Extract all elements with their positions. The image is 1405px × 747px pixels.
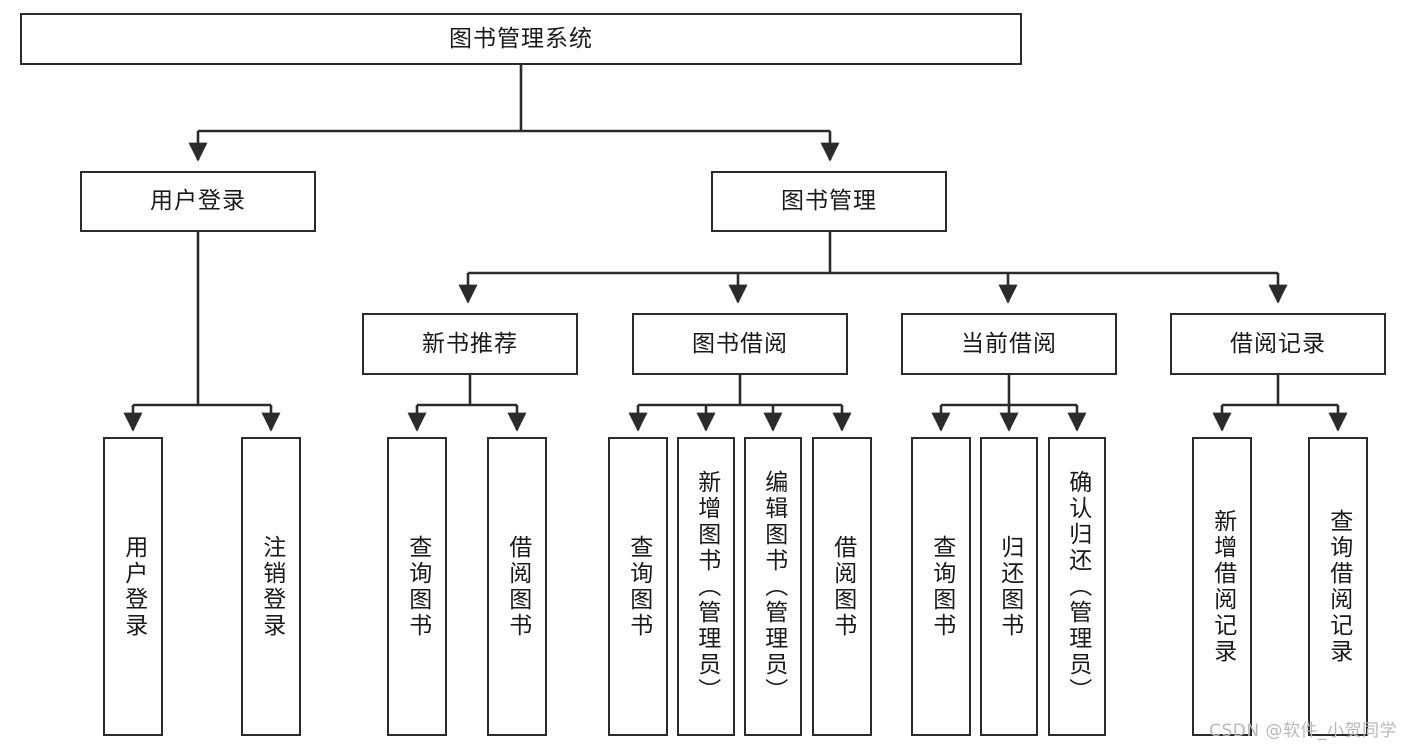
leaf-label: 查询图书: [928, 534, 955, 639]
leaf-recommend-borrow-book[interactable]: 借阅图书: [487, 437, 547, 736]
leaf-label: 查询图书: [625, 534, 652, 639]
leaf-label: 借阅图书: [504, 534, 531, 639]
leaf-borrow-query-book[interactable]: 查询图书: [608, 437, 668, 736]
node-new-book-recommend-label: 新书推荐: [422, 330, 518, 357]
leaf-label: 用户登录: [120, 534, 147, 639]
leaf-user-login-login[interactable]: 用户登录: [103, 437, 163, 736]
leaf-current-query-book[interactable]: 查询图书: [911, 437, 971, 736]
node-current-borrow-label: 当前借阅: [961, 330, 1057, 357]
leaf-borrow-borrow-book[interactable]: 借阅图书: [812, 437, 872, 736]
node-borrow-record[interactable]: 借阅记录: [1170, 313, 1386, 375]
leaf-label: 编辑图书（管理员）: [760, 469, 787, 704]
node-user-login[interactable]: 用户登录: [80, 171, 316, 232]
node-new-book-recommend[interactable]: 新书推荐: [362, 313, 578, 375]
node-book-borrow-label: 图书借阅: [692, 330, 788, 357]
leaf-current-return-book[interactable]: 归还图书: [980, 437, 1038, 736]
leaf-label: 查询借阅记录: [1325, 508, 1352, 665]
leaf-record-query-record[interactable]: 查询借阅记录: [1308, 437, 1368, 736]
node-user-login-label: 用户登录: [150, 188, 246, 215]
leaf-user-login-logout[interactable]: 注销登录: [241, 437, 301, 736]
node-root-label: 图书管理系统: [449, 25, 593, 52]
leaf-current-confirm-return[interactable]: 确认归还（管理员）: [1048, 437, 1106, 736]
leaf-label: 注销登录: [258, 534, 285, 639]
leaf-record-add-record[interactable]: 新增借阅记录: [1192, 437, 1252, 736]
node-book-management[interactable]: 图书管理: [711, 171, 947, 232]
leaf-borrow-add-book[interactable]: 新增图书（管理员）: [677, 437, 735, 736]
leaf-label: 新增借阅记录: [1209, 508, 1236, 665]
leaf-label: 归还图书: [996, 534, 1023, 639]
leaf-label: 查询图书: [404, 534, 431, 639]
node-book-borrow[interactable]: 图书借阅: [632, 313, 848, 375]
node-borrow-record-label: 借阅记录: [1230, 330, 1326, 357]
node-current-borrow[interactable]: 当前借阅: [901, 313, 1117, 375]
node-book-management-label: 图书管理: [781, 188, 877, 215]
leaf-label: 新增图书（管理员）: [693, 469, 720, 704]
leaf-label: 借阅图书: [829, 534, 856, 639]
leaf-borrow-edit-book[interactable]: 编辑图书（管理员）: [744, 437, 802, 736]
leaf-label: 确认归还（管理员）: [1064, 469, 1091, 704]
leaf-recommend-query-book[interactable]: 查询图书: [387, 437, 447, 736]
node-root[interactable]: 图书管理系统: [20, 13, 1022, 65]
